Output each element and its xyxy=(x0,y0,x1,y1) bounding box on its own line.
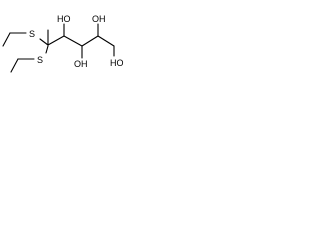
bond-s-lower-c1 xyxy=(45,45,49,54)
bond-ethyl1-end xyxy=(2,32,11,47)
hydroxyl-c5-label: HO xyxy=(110,58,124,68)
hydroxyl-c4-label: OH xyxy=(92,14,106,24)
sulfur-upper-label: S xyxy=(29,29,35,39)
bond-s-upper-c1 xyxy=(39,38,49,46)
bond-c1-c2 xyxy=(47,35,65,46)
atom-labels: S S HO OH OH HO xyxy=(29,14,124,69)
hydroxyl-c2-label: HO xyxy=(57,14,71,24)
structural-formula: S S HO OH OH HO xyxy=(2,14,124,73)
bond-c3-c4 xyxy=(81,35,99,47)
hydroxyl-c3-label: OH xyxy=(74,59,88,69)
sulfur-lower-label: S xyxy=(37,55,43,65)
bond-lines xyxy=(2,23,115,73)
bond-ethyl2-end xyxy=(10,58,19,73)
bond-c2-c3 xyxy=(63,35,83,47)
bond-c4-c5 xyxy=(97,35,115,47)
